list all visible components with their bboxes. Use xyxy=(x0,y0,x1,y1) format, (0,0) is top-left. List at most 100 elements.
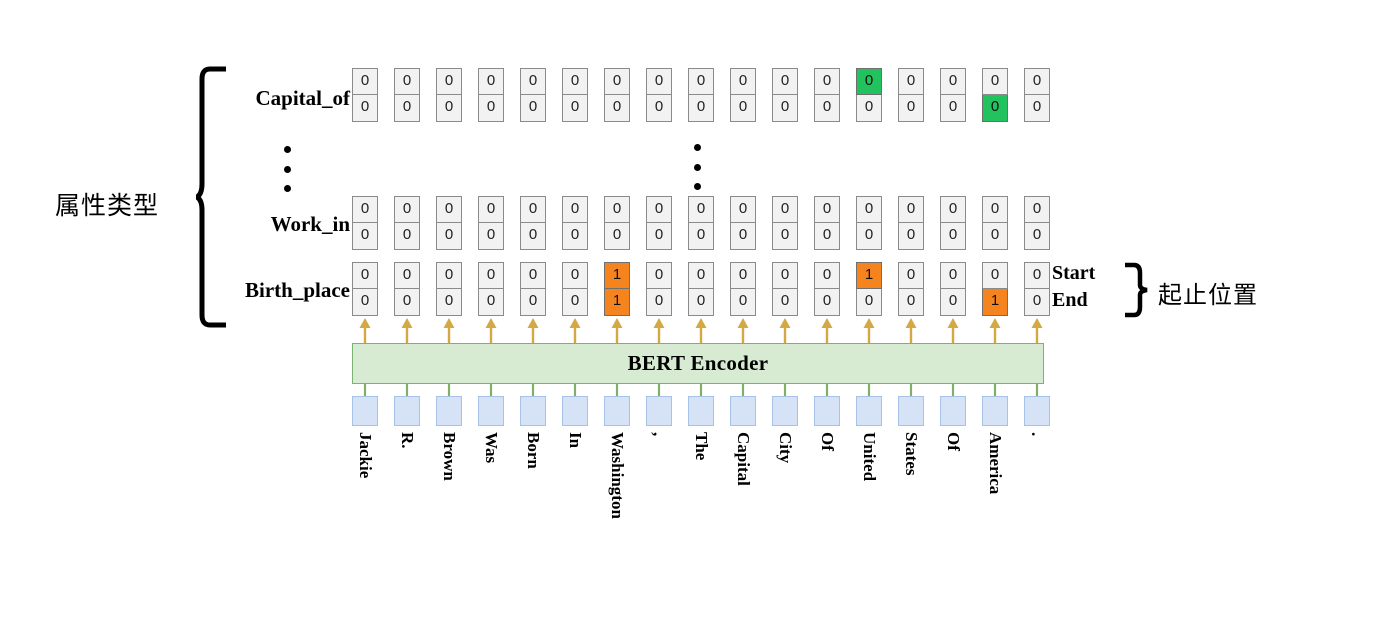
token-embedding-box xyxy=(814,396,840,426)
dot xyxy=(284,146,291,153)
start-cell: 0 xyxy=(898,68,924,95)
end-cell: 0 xyxy=(772,95,798,122)
start-cell: 0 xyxy=(562,196,588,223)
token-column: Brown xyxy=(436,396,462,481)
start-cell: 0 xyxy=(688,196,714,223)
row-label-birth-place: Birth_place xyxy=(245,278,350,302)
end-cell: 0 xyxy=(982,223,1008,250)
token-embedding-box xyxy=(436,396,462,426)
start-cell: 0 xyxy=(730,262,756,289)
start-cell: 0 xyxy=(940,196,966,223)
token-embedding-box xyxy=(772,396,798,426)
end-cell: 0 xyxy=(394,223,420,250)
token-embedding-box xyxy=(352,396,378,426)
vertical-ellipsis-matrix-icon xyxy=(694,144,701,190)
arrow-head-icon xyxy=(695,318,707,328)
end-cell: 0 xyxy=(1024,95,1050,122)
end-cell: 0 xyxy=(1024,289,1050,316)
token-label: Capital xyxy=(734,432,753,486)
token-label: Born xyxy=(524,432,543,469)
token-label: . xyxy=(1028,432,1047,437)
right-brace xyxy=(1125,262,1148,318)
end-cell: 0 xyxy=(394,95,420,122)
token-embedding-box xyxy=(646,396,672,426)
start-cell: 0 xyxy=(562,68,588,95)
start-cell: 0 xyxy=(898,262,924,289)
token-embedding-box xyxy=(562,396,588,426)
start-cell: 0 xyxy=(940,262,966,289)
end-cell: 0 xyxy=(730,223,756,250)
token-embedding-box xyxy=(940,396,966,426)
arrow-head-icon xyxy=(863,318,875,328)
end-cell: 0 xyxy=(436,223,462,250)
end-cell: 0 xyxy=(856,289,882,316)
start-cell: 0 xyxy=(394,68,420,95)
token-embedding-box xyxy=(730,396,756,426)
end-cell: 1 xyxy=(604,289,630,316)
start-end-labels: Start End xyxy=(1052,260,1095,314)
start-cell: 0 xyxy=(352,196,378,223)
start-cell: 0 xyxy=(394,196,420,223)
token-column: R. xyxy=(394,396,420,449)
dot xyxy=(284,185,291,192)
token-label: Jackie xyxy=(356,432,375,479)
end-cell: 0 xyxy=(772,289,798,316)
end-cell: 0 xyxy=(688,223,714,250)
end-cell: 0 xyxy=(646,95,672,122)
start-cell: 0 xyxy=(982,196,1008,223)
start-cell: 0 xyxy=(436,262,462,289)
end-cell: 0 xyxy=(352,223,378,250)
token-label: States xyxy=(902,432,921,476)
token-column: Washington xyxy=(604,396,630,519)
token-label: Of xyxy=(818,432,837,451)
position-group-label: 起止位置 xyxy=(1158,282,1258,309)
token-embedding-box xyxy=(982,396,1008,426)
start-cell: 0 xyxy=(520,68,546,95)
token-label: Of xyxy=(944,432,963,451)
end-cell: 0 xyxy=(730,289,756,316)
end-cell: 0 xyxy=(562,223,588,250)
end-cell: 1 xyxy=(982,289,1008,316)
start-cell: 0 xyxy=(730,68,756,95)
arrow-head-icon xyxy=(443,318,455,328)
end-cell: 0 xyxy=(1024,223,1050,250)
token-embedding-box xyxy=(604,396,630,426)
start-cell: 0 xyxy=(814,196,840,223)
end-cell: 0 xyxy=(772,223,798,250)
token-column: Of xyxy=(940,396,966,451)
end-cell: 0 xyxy=(730,95,756,122)
start-cell: 0 xyxy=(478,68,504,95)
token-label: In xyxy=(566,432,585,449)
start-cell: 1 xyxy=(856,262,882,289)
row-label-capital-of: Capital_of xyxy=(255,86,351,110)
start-cell: 0 xyxy=(940,68,966,95)
start-cell: 1 xyxy=(604,262,630,289)
start-cell: 0 xyxy=(520,196,546,223)
token-label: R. xyxy=(398,432,417,449)
end-cell: 0 xyxy=(898,223,924,250)
start-cell: 0 xyxy=(1024,196,1050,223)
